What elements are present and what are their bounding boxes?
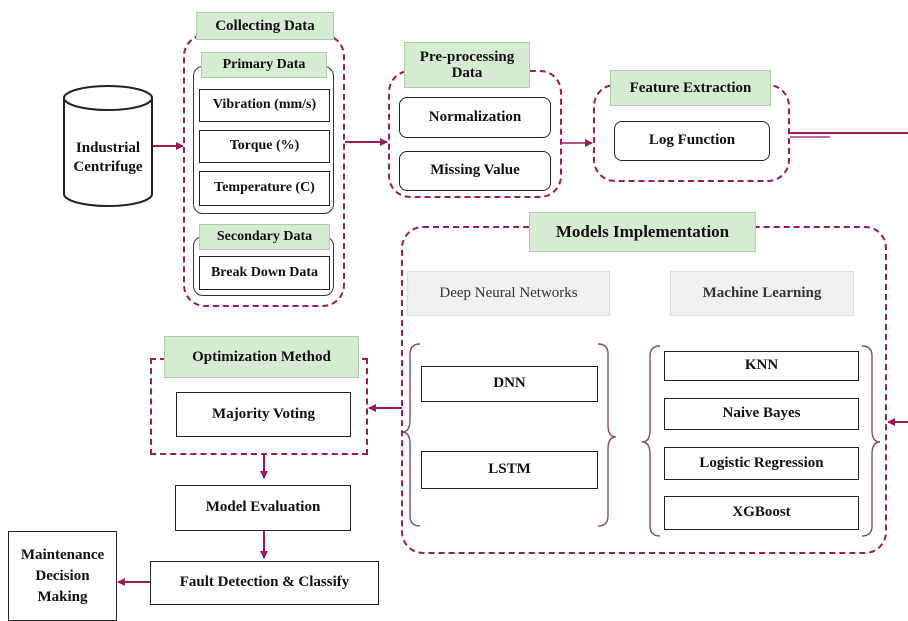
- brace-dnn-right: [597, 343, 617, 527]
- fault-detection-box: Fault Detection & Classify: [150, 561, 379, 605]
- models-implementation-title: Models Implementation: [529, 212, 756, 252]
- brace-ml-left: [641, 345, 661, 537]
- preprocessing-title-line2: Data: [451, 65, 483, 81]
- torque-item: Torque (%): [199, 130, 330, 163]
- vibration-item: Vibration (mm/s): [199, 89, 330, 122]
- primary-data-title: Primary Data: [201, 52, 327, 78]
- machine-learning-title: Machine Learning: [670, 271, 854, 316]
- feature-extraction-title: Feature Extraction: [610, 70, 771, 106]
- maintenance-line2: Decision: [35, 567, 90, 584]
- majority-voting-item: Majority Voting: [176, 392, 351, 437]
- logistic-regression-item: Logistic Regression: [664, 447, 859, 480]
- log-function-item: Log Function: [614, 121, 770, 161]
- lstm-item: LSTM: [421, 451, 598, 489]
- maintenance-line1: Maintenance: [20, 546, 105, 563]
- knn-item: KNN: [664, 351, 859, 381]
- missing-value-item: Missing Value: [399, 151, 551, 191]
- temperature-item: Temperature (C): [199, 171, 330, 206]
- deep-neural-networks-title: Deep Neural Networks: [407, 271, 610, 316]
- brace-ml-right: [861, 345, 881, 537]
- centrifuge-label: Industrial Centrifuge: [62, 128, 154, 188]
- optimization-title: Optimization Method: [164, 336, 359, 378]
- dnn-item: DNN: [421, 366, 598, 402]
- preprocessing-title-line1: Pre-processing: [419, 48, 515, 65]
- centrifuge-label-line2: Centrifuge: [73, 159, 143, 175]
- normalization-item: Normalization: [399, 97, 551, 138]
- maintenance-line3: Making: [37, 588, 88, 605]
- collecting-data-title: Collecting Data: [196, 12, 334, 40]
- centrifuge-label-line1: Industrial: [75, 139, 141, 156]
- secondary-data-title: Secondary Data: [199, 224, 330, 250]
- maintenance-decision-box: Maintenance Decision Making: [8, 531, 117, 621]
- breakdown-item: Break Down Data: [199, 256, 330, 290]
- naive-bayes-item: Naive Bayes: [664, 398, 859, 430]
- xgboost-item: XGBoost: [664, 496, 859, 530]
- centrifuge-cylinder-icon: [63, 85, 153, 207]
- preprocessing-title: Pre-processing Data: [404, 42, 530, 88]
- model-evaluation-box: Model Evaluation: [175, 485, 351, 531]
